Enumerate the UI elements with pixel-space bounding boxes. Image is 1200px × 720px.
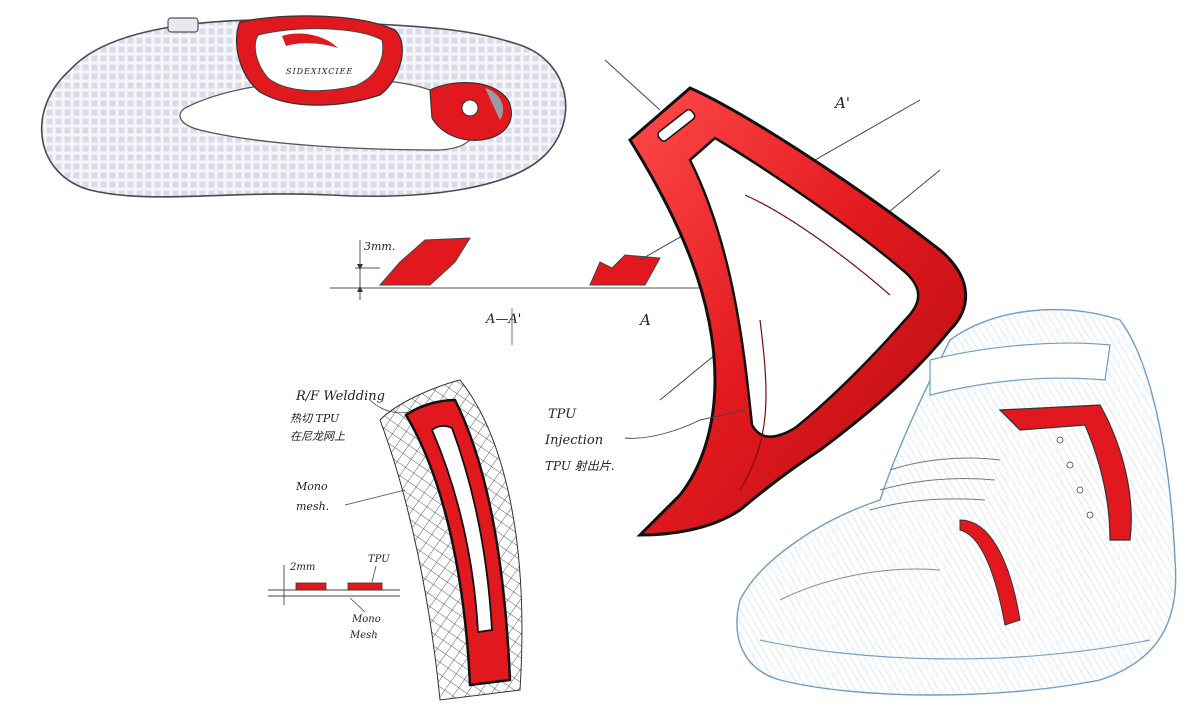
cross-section-detail: 3mm. A—A' [330,237,700,345]
tpu-note-line3: TPU 射出片. [545,459,615,473]
mono-mesh-label-2: mesh. [296,500,329,513]
label-a-prime: A' [833,94,850,112]
tpu-small-label: TPU [368,554,390,565]
mono-mesh-small-1: Mono [351,614,381,625]
cn-note-line1: 热切 TPU [290,412,340,425]
label-a: A [638,311,651,329]
tpu-note-line1: TPU [548,407,577,422]
tpu-layer-left [295,582,327,591]
section-profile-right [589,254,661,286]
tpu-injection-note: TPU Injection TPU 射出片. [544,407,746,473]
tpu-part-window [688,136,920,438]
heel-hole [461,99,479,117]
red-front-strap [959,519,1021,626]
outsole-sketch: SIDEXIXCIEE [40,15,567,198]
dimension-3mm-label: 3mm. [364,240,395,253]
tpu-note-leader [624,409,746,439]
tpu-note-line2: Injection [544,433,603,448]
velcro-strap [929,342,1111,396]
sole-brand-text: SIDEXIXCIEE [286,67,353,76]
eyelet [1086,511,1094,519]
dimension-2mm-label: 2mm [289,562,315,573]
heel-tab [167,17,199,33]
shoe-pencil-sketch [736,308,1177,696]
red-side-frame [998,404,1132,541]
heel-shadow [485,88,504,120]
eyelet [1076,486,1084,494]
cn-note-line2: 在尼龙网上 [290,430,346,443]
eyelet [1066,461,1074,469]
tpu-lace-slot [657,108,696,142]
section-profile-left [378,237,471,286]
tpu-injection-part [628,86,968,537]
mono-mesh-label-1: Mono [295,480,328,493]
brand-logo-icon [282,33,338,48]
shoe-outline [736,308,1177,696]
rf-welding-label: R/F Weldding [295,389,385,404]
strap-slot [430,425,493,634]
mono-mesh-small-2: Mesh [349,630,378,641]
section-label: A—A' [485,312,521,327]
eyelet [1056,436,1064,444]
tpu-layer-right [347,582,383,591]
strap-detail: R/F Weldding 热切 TPU 在尼龙网上 Mono mesh. 2mm… [268,379,523,701]
